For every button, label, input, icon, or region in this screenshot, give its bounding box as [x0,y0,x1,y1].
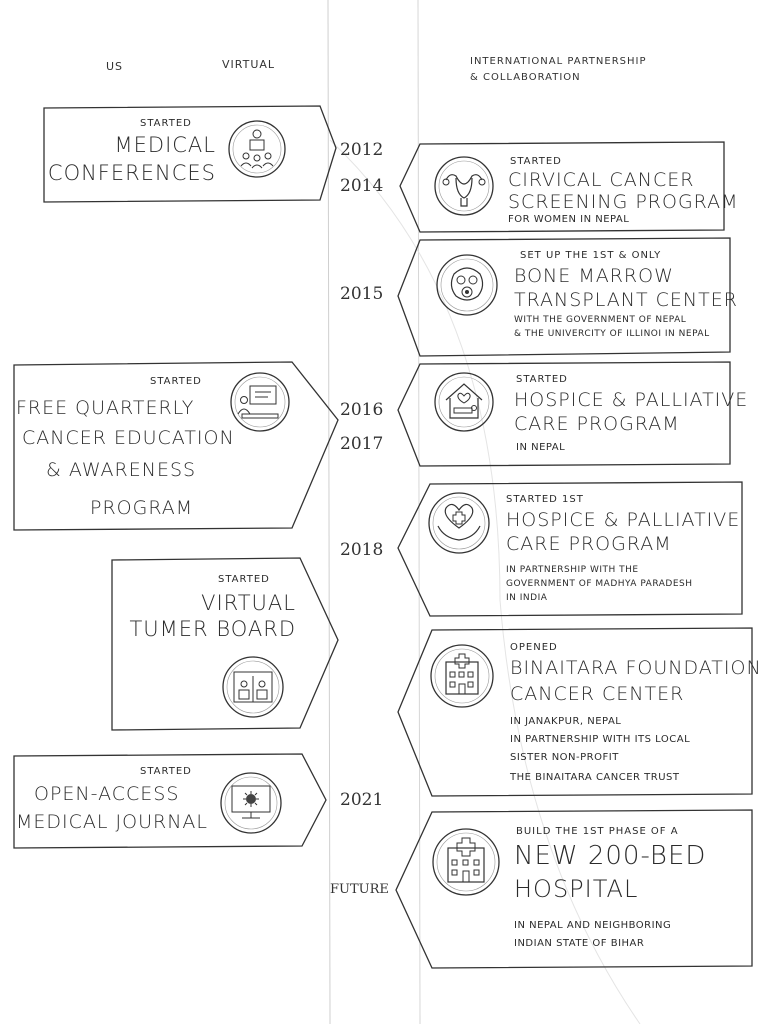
event-title: VIRTUAL [201,591,296,615]
left-box-3 [111,557,339,731]
presentation-icon [230,372,290,432]
event-title: CANCER CENTER [510,683,685,705]
header-international-2: & COLLABORATION [470,72,581,83]
event-title: CONFERENCES [47,161,216,185]
right-box-2 [397,237,731,357]
header-international-1: INTERNATIONAL PARTNERSHIP [470,56,647,67]
event-title: OPEN-ACCESS [34,783,180,805]
event-detail: INDIAN STATE OF BIHAR [514,938,645,949]
event-title: HOSPITAL [514,875,639,903]
event-title: CARE PROGRAM [506,533,672,555]
event-detail: IN INDIA [506,593,548,603]
event-lead: SET UP THE 1ST & ONLY [520,250,662,261]
year-label: 2021 [340,790,384,810]
right-box-6 [395,809,753,969]
year-label: 2017 [340,434,384,454]
left-box-1 [43,105,337,203]
year-label: FUTURE [330,882,389,897]
event-detail: IN NEPAL AND NEIGHBORING [514,920,672,931]
event-title: BONE MARROW [514,265,674,287]
event-lead: STARTED [516,374,568,385]
event-detail: GOVERNMENT OF MADHYA PARADESH [506,579,693,589]
year-label: 2015 [340,284,384,304]
event-title: TRANSPLANT CENTER [514,289,738,311]
event-detail: FOR WOMEN IN NEPAL [508,214,630,225]
event-title: & AWARENESS [46,459,197,481]
event-lead: STARTED [140,118,192,129]
new-hospital-icon [432,828,500,896]
header-virtual: VIRTUAL [222,58,276,71]
event-detail: THE BINAITARA CANCER TRUST [510,772,680,783]
event-detail: SISTER NON-PROFIT [510,752,619,763]
event-lead: STARTED [140,766,192,777]
event-lead: STARTED [218,574,270,585]
event-lead: BUILD THE 1ST PHASE OF A [516,826,679,837]
event-lead: STARTED [150,376,202,387]
year-label: 2018 [340,540,384,560]
right-box-4 [397,481,743,617]
event-title: CANCER EDUCATION [22,427,235,449]
year-label: 2012 [340,140,384,160]
right-box-1 [399,141,725,233]
left-box-4 [13,753,327,849]
conference-icon [228,120,286,178]
hospice-home-icon [434,372,494,432]
uterus-icon [434,156,494,216]
event-detail: IN JANAKPUR, NEPAL [510,716,622,727]
heart-hands-icon [428,492,490,554]
event-detail: IN NEPAL [516,442,566,453]
event-lead: OPENED [510,642,558,653]
virus-monitor-icon [220,772,282,834]
event-title: MEDICAL [114,133,216,157]
hospital-building-icon [430,644,494,708]
event-title: HOSPICE & PALLIATIVE [514,389,749,411]
event-title: CIRVICAL CANCER [508,169,695,191]
left-box-2 [13,361,339,531]
bone-marrow-icon [436,254,498,316]
event-title: NEW 200-BED [514,841,707,871]
event-title: CARE PROGRAM [514,413,680,435]
event-title: FREE QUARTERLY [16,397,195,419]
year-label: 2016 [340,400,384,420]
event-detail: IN PARTNERSHIP WITH ITS LOCAL [510,734,691,745]
event-title: MEDICAL JOURNAL [16,811,208,833]
event-detail: WITH THE GOVERNMENT OF NEPAL [514,315,687,325]
event-title: BINAITARA FOUNDATION [510,657,762,679]
event-detail: & THE UNIVERCITY OF ILLINOI IN NEPAL [514,329,710,339]
right-box-3 [397,361,731,467]
event-title: HOSPICE & PALLIATIVE [506,509,741,531]
event-lead: STARTED 1ST [506,494,584,505]
event-title: SCREENING PROGRAM [508,191,739,213]
video-call-icon [222,656,284,718]
event-lead: STARTED [510,156,562,167]
event-detail: IN PARTNERSHIP WITH THE [506,565,639,575]
year-label: 2014 [340,176,384,196]
right-box-5 [397,627,753,797]
header-us: US [106,60,124,73]
event-title: PROGRAM [90,497,194,519]
event-title: TUMER BOARD [129,617,296,641]
